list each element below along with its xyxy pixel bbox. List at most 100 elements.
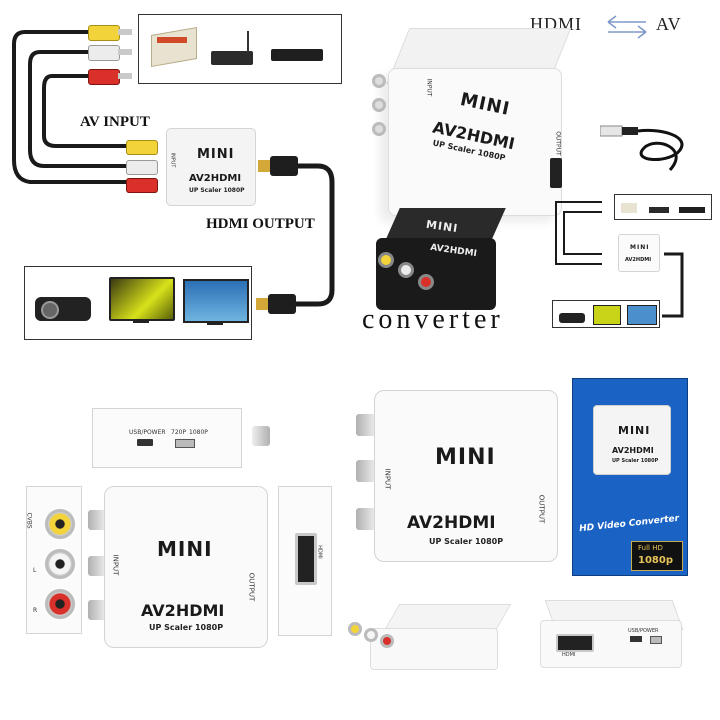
hdmi-plug-body (268, 294, 296, 314)
right-hdmi-label: HDMI (316, 545, 323, 559)
hdmi-plug (256, 298, 270, 310)
tv-thumb (593, 305, 621, 325)
rca-socket-red (45, 589, 75, 619)
rca-plug-white (126, 160, 158, 175)
device-input-label: INPUT (169, 152, 176, 168)
device-logo: MINI (435, 445, 496, 470)
rca-plug-red (88, 69, 120, 85)
device-model: AV2HDMI (407, 513, 496, 533)
rca-barrel (88, 556, 106, 576)
bottom-right-panel: MINI AV2HDMI UP Scaler 1080P INPUT OUTPU… (348, 360, 720, 720)
device-angled-hdmi-view: HDMI USB/POWER (534, 596, 684, 680)
rca-plug-red (126, 178, 158, 193)
rca-socket-yellow (45, 509, 75, 539)
rca-tip (118, 49, 132, 55)
rca-barrel (88, 510, 106, 530)
product-package: MINI AV2HDMI UP Scaler 1080P HD Video Co… (572, 378, 688, 576)
small-connection-diagram: MINI AV2HDMI (546, 192, 716, 328)
large-white-converter: MINI AV2HDMI UP Scaler 1080P INPUT OUTPU… (368, 28, 572, 218)
front-model: AV2HDMI (141, 601, 225, 620)
1080p-label: 1080P (189, 429, 208, 436)
device-model: AV2HDMI (189, 173, 242, 184)
smart-tv-image (183, 279, 249, 323)
usb-port (630, 636, 642, 642)
antenna-image (247, 31, 249, 53)
back-hdmi-label: HDMI (562, 652, 576, 658)
hdmi-output-label: HDMI OUTPUT (206, 216, 315, 232)
package-title: HD Video Converter (578, 513, 680, 535)
rca-barrel (88, 600, 106, 620)
small-device-logo: MINI (630, 244, 650, 251)
back-usb-label: USB/POWER (628, 628, 659, 634)
r-label: R (33, 607, 38, 614)
device-right-view: HDMI (278, 486, 332, 636)
rca-tip (118, 29, 132, 35)
small-cable-diagram (555, 201, 684, 318)
set-top-box-image (211, 51, 253, 65)
rca-tip (118, 73, 132, 79)
bidirectional-arrow-icon (607, 15, 647, 39)
device-front-face (388, 68, 562, 216)
device-input-label: INPUT (383, 468, 392, 490)
game-console-image (151, 26, 197, 68)
device-output-label: OUTPUT (537, 494, 546, 524)
package-device-model: AV2HDMI (612, 446, 654, 455)
package-device-sub: UP Scaler 1080P (612, 458, 659, 464)
usb-power-label: USB/POWER (129, 429, 166, 436)
package-window: MINI AV2HDMI UP Scaler 1080P (593, 405, 671, 475)
rca-socket-yellow (348, 622, 362, 636)
rca-plug-yellow (126, 140, 158, 155)
resolution-switch (175, 439, 195, 448)
usb-cable-image (600, 125, 684, 172)
rca-socket-white (45, 549, 75, 579)
device-subtitle: UP Scaler 1080P (189, 187, 245, 194)
av-cable-diagram (12, 30, 335, 307)
rca-plug-white (88, 45, 120, 61)
dvd-player-image (271, 49, 323, 61)
device-input-label: INPUT (425, 78, 433, 97)
top-right-panel: HDMI AV MINI AV2HDMI UP Scaler 1080P INP… (350, 0, 720, 350)
converter-label: converter (362, 304, 504, 335)
black-converter: MINI AV2HDMI (368, 208, 506, 312)
cvbs-label: CVBS (25, 512, 33, 529)
bottom-left-panel: USB/POWER 720P 1080P CVBS L R MINI AV2HD… (0, 360, 350, 720)
small-device-model: AV2HDMI (625, 257, 652, 263)
rca-barrel (356, 460, 376, 482)
resolution-switch (650, 636, 662, 644)
device-front-large: MINI AV2HDMI UP Scaler 1080P INPUT OUTPU… (374, 390, 558, 562)
hdmi-plug-body (270, 156, 298, 176)
rca-barrel (252, 426, 270, 446)
device-logo: MINI (197, 147, 235, 162)
curved-tv-image (109, 277, 175, 321)
hdmi-port (556, 634, 594, 652)
device-front-view: MINI AV2HDMI UP Scaler 1080P INPUT OUTPU… (104, 486, 268, 648)
device-top-view: USB/POWER 720P 1080P (92, 408, 242, 468)
top-left-panel: AV INPUT MINI AV2HDMI UP Scaler 1080P IN… (0, 0, 350, 350)
tv-thumb (627, 305, 657, 325)
device-angled-rca-view (348, 598, 512, 678)
720p-label: 720P (171, 429, 187, 436)
device-output-label: OUTPUT (554, 131, 562, 156)
front-input-label: INPUT (111, 554, 120, 576)
front-output-label: OUTPUT (247, 572, 256, 602)
dvd-thumb (679, 207, 705, 213)
front-logo: MINI (157, 537, 213, 561)
package-device-logo: MINI (618, 424, 651, 437)
box-thumb (649, 207, 669, 213)
mini-converter-device: MINI AV2HDMI UP Scaler 1080P INPUT (166, 128, 256, 206)
rca-socket (418, 274, 434, 290)
rca-barrel (356, 414, 376, 436)
badge-bottom-text: 1080p (638, 555, 673, 566)
small-source-frame (614, 194, 712, 220)
rca-socket (372, 98, 386, 112)
rca-socket (372, 122, 386, 136)
rca-socket-white (364, 628, 378, 642)
rca-socket (378, 252, 394, 268)
black-front-face (376, 238, 496, 310)
projector-lens (41, 301, 59, 319)
rca-socket (372, 74, 386, 88)
l-label: L (33, 567, 37, 574)
rca-barrel (356, 508, 376, 530)
game-console-stripe (157, 37, 187, 43)
projector-thumb (559, 313, 585, 323)
